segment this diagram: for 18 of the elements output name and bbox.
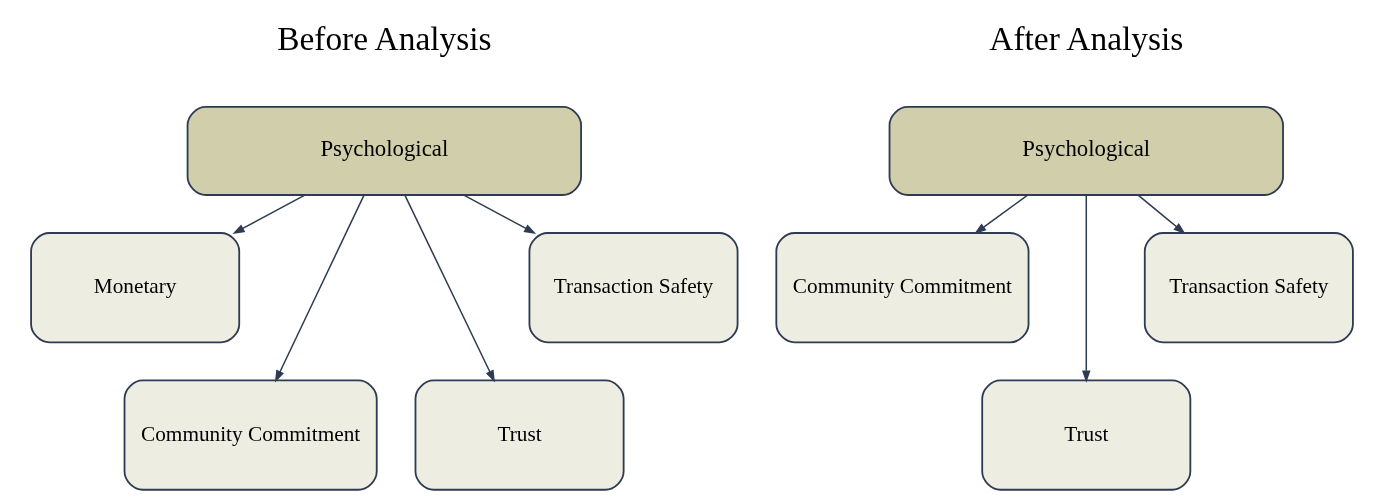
label: After Analysis: [989, 20, 1184, 58]
arrow: [463, 194, 537, 234]
node-box: Psychological: [888, 106, 1284, 196]
node-box: Psychological: [186, 106, 582, 196]
arrow: [974, 194, 1029, 234]
label: Before Analysis: [277, 20, 492, 58]
node-box: Transaction Safety: [1143, 232, 1354, 344]
node-box: Community Commitment: [123, 379, 378, 491]
arrow: [1137, 194, 1186, 235]
arrow: [232, 194, 306, 234]
node-box: Trust: [414, 379, 625, 491]
node-box: Monetary: [30, 232, 241, 344]
arrow: [1082, 194, 1091, 383]
node-box: Trust: [981, 379, 1192, 491]
arrow: [404, 194, 495, 383]
node-box: Community Commitment: [775, 232, 1030, 344]
arrow: [274, 194, 365, 383]
node-box: Transaction Safety: [528, 232, 739, 344]
